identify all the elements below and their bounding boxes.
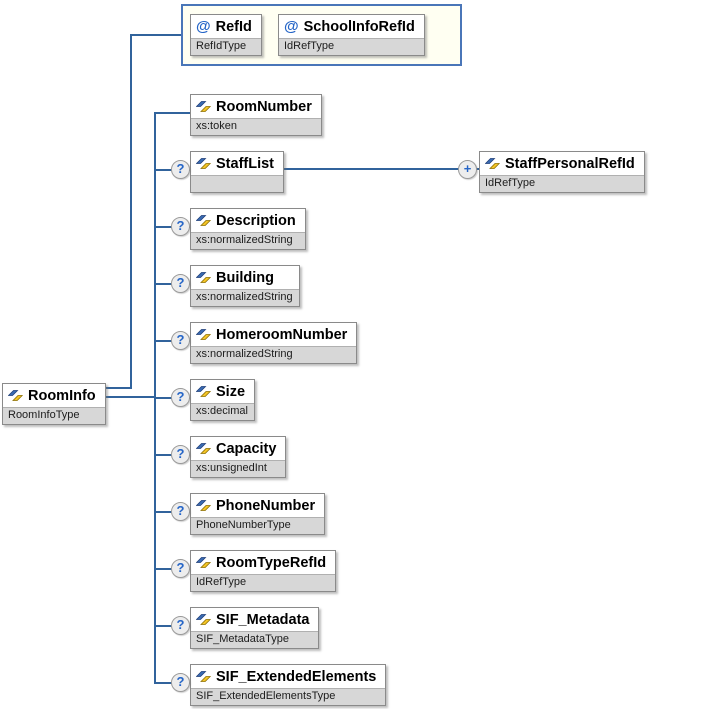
attribute-name: SchoolInfoRefId [303, 18, 415, 35]
element-type: SIF_MetadataType [191, 631, 319, 648]
optional-icon: ? [171, 217, 190, 236]
optional-icon: ? [171, 616, 190, 635]
element-name: SIF_Metadata [216, 611, 310, 628]
connector-line [100, 387, 132, 389]
node-size[interactable]: Size xs:decimal [190, 379, 256, 421]
node-stafflist[interactable]: StaffList [190, 151, 284, 193]
element-type: xs:token [191, 118, 321, 135]
optional-icon: ? [171, 274, 190, 293]
element-icon [196, 442, 211, 455]
optional-icon: ? [171, 331, 190, 350]
node-phonenumber[interactable]: PhoneNumber PhoneNumberType [190, 493, 326, 535]
optional-icon: ? [171, 445, 190, 464]
attribute-title: @ RefId [191, 15, 261, 38]
element-title: HomeroomNumber [191, 323, 356, 346]
node-roomtyperefid[interactable]: RoomTypeRefId IdRefType [190, 550, 337, 592]
element-name: RoomInfo [28, 387, 96, 404]
element-icon [196, 385, 211, 398]
element-title: Size [191, 380, 254, 403]
element-type: SIF_ExtendedElementsType [191, 688, 386, 705]
element-type: xs:unsignedInt [191, 460, 286, 477]
element-title: StaffList [191, 152, 283, 175]
optional-icon: ? [171, 673, 190, 692]
node-staffpersonalrefid[interactable]: StaffPersonalRefId IdRefType [479, 151, 645, 193]
expand-icon[interactable]: + [458, 160, 477, 179]
element-icon [196, 157, 211, 170]
node-description[interactable]: Description xs:normalizedString [190, 208, 306, 250]
element-icon [196, 100, 211, 113]
attribute-title: @ SchoolInfoRefId [279, 15, 424, 38]
element-type: xs:decimal [191, 403, 255, 420]
element-name: SIF_ExtendedElements [216, 668, 377, 685]
element-icon [196, 613, 211, 626]
connector-line [100, 396, 156, 398]
node-homeroomnumber[interactable]: HomeroomNumber xs:normalizedString [190, 322, 358, 364]
element-name: PhoneNumber [216, 497, 316, 514]
attribute-node-schoolinforefid[interactable]: @ SchoolInfoRefId IdRefType [278, 14, 425, 56]
optional-icon: ? [171, 160, 190, 179]
element-title: RoomInfo [3, 384, 105, 407]
element-type: xs:normalizedString [191, 232, 305, 249]
node-sif_metadata[interactable]: SIF_Metadata SIF_MetadataType [190, 607, 320, 649]
element-title: SIF_Metadata [191, 608, 318, 631]
element-name: StaffList [216, 155, 274, 172]
element-title: PhoneNumber [191, 494, 324, 517]
element-type: RoomInfoType [3, 407, 105, 424]
optional-icon: ? [171, 502, 190, 521]
attribute-name: RefId [215, 18, 252, 35]
element-name: RoomNumber [216, 98, 312, 115]
connector-line [130, 34, 132, 389]
connector-line [154, 112, 196, 114]
element-name: Size [216, 383, 246, 400]
element-icon [196, 499, 211, 512]
element-type: PhoneNumberType [191, 517, 325, 534]
element-icon [8, 389, 23, 402]
element-type: IdRefType [191, 574, 336, 591]
element-type: xs:normalizedString [191, 346, 357, 363]
element-name: HomeroomNumber [216, 326, 348, 343]
element-icon [196, 670, 211, 683]
element-icon [196, 556, 211, 569]
node-sif_extendedelements[interactable]: SIF_ExtendedElements SIF_ExtendedElement… [190, 664, 387, 706]
node-roomnumber[interactable]: RoomNumber xs:token [190, 94, 322, 136]
element-name: Building [216, 269, 274, 286]
connector-line [240, 168, 500, 170]
element-type [191, 175, 283, 192]
node-roominfo[interactable]: RoomInfo RoomInfoType [2, 383, 106, 425]
attribute-type: IdRefType [279, 38, 424, 55]
optional-icon: ? [171, 559, 190, 578]
element-title: Building [191, 266, 299, 289]
element-name: RoomTypeRefId [216, 554, 327, 571]
element-icon [485, 157, 500, 170]
element-title: Capacity [191, 437, 285, 460]
node-building[interactable]: Building xs:normalizedString [190, 265, 300, 307]
element-type: xs:normalizedString [191, 289, 299, 306]
element-title: RoomNumber [191, 95, 321, 118]
attribute-icon: @ [284, 18, 299, 35]
node-capacity[interactable]: Capacity xs:unsignedInt [190, 436, 287, 478]
attribute-node-refid[interactable]: @ RefId RefIdType [190, 14, 262, 56]
element-icon [196, 328, 211, 341]
optional-icon: ? [171, 388, 190, 407]
element-name: StaffPersonalRefId [505, 155, 635, 172]
element-title: Description [191, 209, 305, 232]
element-name: Capacity [216, 440, 277, 457]
element-icon [196, 214, 211, 227]
element-icon [196, 271, 211, 284]
element-title: StaffPersonalRefId [480, 152, 644, 175]
connector-line [130, 34, 186, 36]
attribute-type: RefIdType [191, 38, 261, 55]
attribute-icon: @ [196, 18, 211, 35]
element-title: RoomTypeRefId [191, 551, 335, 574]
element-name: Description [216, 212, 296, 229]
element-type: IdRefType [480, 175, 644, 192]
element-title: SIF_ExtendedElements [191, 665, 385, 688]
